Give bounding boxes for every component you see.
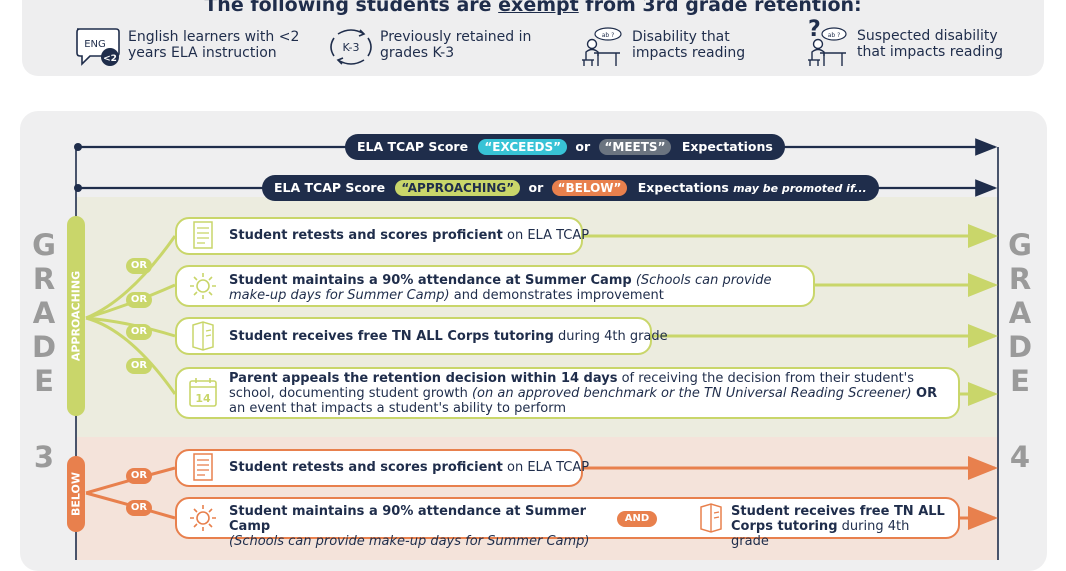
below-bar-label: BELOW bbox=[69, 472, 83, 516]
test-sheet-icon bbox=[193, 453, 213, 481]
svg-text:ab ?: ab ? bbox=[602, 32, 615, 39]
grade-4-letter: A bbox=[1008, 296, 1032, 330]
or-tag: OR bbox=[126, 324, 152, 340]
exceeds-chip: “EXCEEDS” bbox=[478, 139, 568, 155]
grade-4-number: 4 bbox=[1009, 440, 1031, 474]
approaching-option-tutoring-text: Student receives free TN ALL Corps tutor… bbox=[229, 329, 668, 344]
option-italic-text: (on an approved benchmark or the TN Univ… bbox=[471, 386, 912, 401]
grade-3-letter: A bbox=[32, 296, 56, 330]
option-text: on ELA TCAP bbox=[502, 460, 590, 475]
exemption-panel bbox=[22, 0, 1044, 76]
or-tag: OR bbox=[126, 358, 152, 374]
speech-bubble-eng-icon: ENG <2 bbox=[76, 28, 120, 66]
below-option-retest bbox=[175, 449, 583, 487]
grade-3-number: 3 bbox=[33, 440, 55, 474]
pill-text: ELA TCAP Score bbox=[357, 139, 469, 154]
grade-3-letter: D bbox=[31, 330, 57, 364]
approaching-chip: “APPROACHING” bbox=[395, 180, 521, 196]
below-chip: “BELOW” bbox=[551, 180, 628, 196]
approaching-option-parent-appeal: 14 bbox=[175, 367, 960, 419]
sun-camp-icon bbox=[190, 505, 216, 531]
option-or-word: OR bbox=[911, 386, 938, 401]
or-tag: OR bbox=[126, 258, 152, 274]
or-tag: OR bbox=[126, 292, 152, 308]
option-text: on ELA TCAP bbox=[502, 228, 590, 243]
option-bold-text: Parent appeals the retention decision wi… bbox=[229, 371, 618, 386]
option-text: an event that impacts a student's abilit… bbox=[229, 401, 567, 416]
approaching-option-retest-text: Student retests and scores proficient on… bbox=[229, 228, 589, 243]
sun-camp-icon bbox=[190, 273, 216, 299]
option-text: of receiving the decision from their stu… bbox=[229, 371, 915, 401]
approaching-bar-label: APPROACHING bbox=[69, 270, 83, 362]
svg-text:<2: <2 bbox=[103, 54, 117, 64]
option-bold-text: Student retests and scores proficient bbox=[229, 460, 503, 475]
tutoring-book-icon bbox=[700, 503, 722, 533]
pill-text: Expectations bbox=[637, 180, 729, 195]
grade-3-letter: R bbox=[32, 262, 56, 296]
option-text: during 4th grade bbox=[553, 329, 668, 344]
option-bold-text: Student receives free TN ALL Corps tutor… bbox=[229, 329, 554, 344]
approaching-option-summer-camp bbox=[175, 265, 815, 307]
svg-text:ab ?: ab ? bbox=[828, 32, 841, 39]
grade-4-letter: D bbox=[1007, 330, 1033, 364]
grade-3-letter: E bbox=[34, 364, 54, 398]
meets-chip: “MEETS” bbox=[598, 139, 672, 155]
exemption-previously-retained-text: Previously retained in grades K-3 bbox=[380, 29, 532, 61]
option-italic-text: (Schools can provide make-up days for Su… bbox=[229, 273, 772, 303]
grade-4-letter: G bbox=[1008, 228, 1032, 262]
grade-4-label: G R A D E bbox=[1000, 228, 1040, 398]
tutoring-book-icon bbox=[192, 321, 214, 351]
option-text: during 4th grade bbox=[731, 519, 910, 549]
option-italic-text: (Schools can provide make-up days for Su… bbox=[229, 534, 590, 549]
approaching-bar: APPROACHING bbox=[67, 216, 85, 416]
exemption-title: The following students are exempt from 3… bbox=[0, 0, 1066, 16]
option-bold-text: Student retests and scores proficient bbox=[229, 228, 503, 243]
option-bold-text: Student maintains a 90% attendance at Su… bbox=[229, 504, 586, 534]
and-tag: AND bbox=[617, 511, 657, 527]
exemption-title-pre: The following students are bbox=[204, 0, 499, 16]
exemption-title-emphasis: exempt bbox=[498, 0, 579, 16]
below-option-summer-camp-and-tutoring bbox=[175, 497, 960, 539]
pill-text: ELA TCAP Score bbox=[274, 180, 386, 195]
approaching-option-parent-appeal-text: Parent appeals the retention decision wi… bbox=[229, 371, 944, 416]
approaching-option-retest bbox=[175, 217, 583, 255]
svg-text:K-3: K-3 bbox=[342, 41, 359, 54]
pill-text: Expectations bbox=[681, 139, 773, 154]
grade-4-letter: E bbox=[1010, 364, 1030, 398]
svg-text:?: ? bbox=[808, 18, 821, 42]
below-option-retest-text: Student retests and scores proficient on… bbox=[229, 460, 589, 475]
below-option-tutoring-text: Student receives free TN ALL Corps tutor… bbox=[731, 504, 951, 549]
below-option-summer-camp-text: Student maintains a 90% attendance at Su… bbox=[229, 504, 609, 549]
below-bar: BELOW bbox=[67, 456, 85, 532]
exemption-disability-text: Disability that impacts reading bbox=[632, 29, 746, 61]
calendar-14-icon: 14 bbox=[189, 378, 217, 407]
approaching-option-summer-camp-text: Student maintains a 90% attendance at Su… bbox=[229, 273, 804, 303]
or-tag: OR bbox=[126, 468, 152, 484]
pill-or-text: or bbox=[528, 180, 544, 195]
approaching-option-tutoring bbox=[175, 317, 652, 355]
student-desk-icon: ab ? bbox=[582, 27, 622, 66]
student-question-icon: ? ab ? bbox=[808, 18, 847, 66]
exemption-suspected-disability-text: Suspected disability that impacts readin… bbox=[857, 28, 1003, 60]
grade-3-letter: G bbox=[32, 228, 56, 262]
grade-3-label: G R A D E bbox=[24, 228, 64, 398]
option-text: and demonstrates improvement bbox=[449, 288, 664, 303]
exemption-english-learners-text: English learners with <2 years ELA instr… bbox=[128, 29, 300, 61]
test-sheet-icon bbox=[193, 221, 213, 249]
exemption-title-post: from 3rd grade retention: bbox=[578, 0, 862, 16]
svg-text:14: 14 bbox=[195, 392, 211, 405]
grade-4-letter: R bbox=[1008, 262, 1032, 296]
option-bold-text: Student maintains a 90% attendance at Su… bbox=[229, 273, 632, 288]
k3-cycle-icon: K-3 bbox=[330, 29, 372, 65]
exceeds-meets-pill: ELA TCAP Score “EXCEEDS” or “MEETS” Expe… bbox=[345, 134, 785, 160]
or-tag: OR bbox=[126, 500, 152, 516]
pill-or-text: or bbox=[575, 139, 591, 154]
approaching-below-pill: ELA TCAP Score “APPROACHING” or “BELOW” … bbox=[262, 175, 879, 201]
option-bold-text: Student receives free TN ALL Corps tutor… bbox=[731, 504, 945, 534]
pill-italic-text: may be promoted if... bbox=[733, 182, 867, 195]
svg-text:ENG: ENG bbox=[84, 39, 106, 50]
